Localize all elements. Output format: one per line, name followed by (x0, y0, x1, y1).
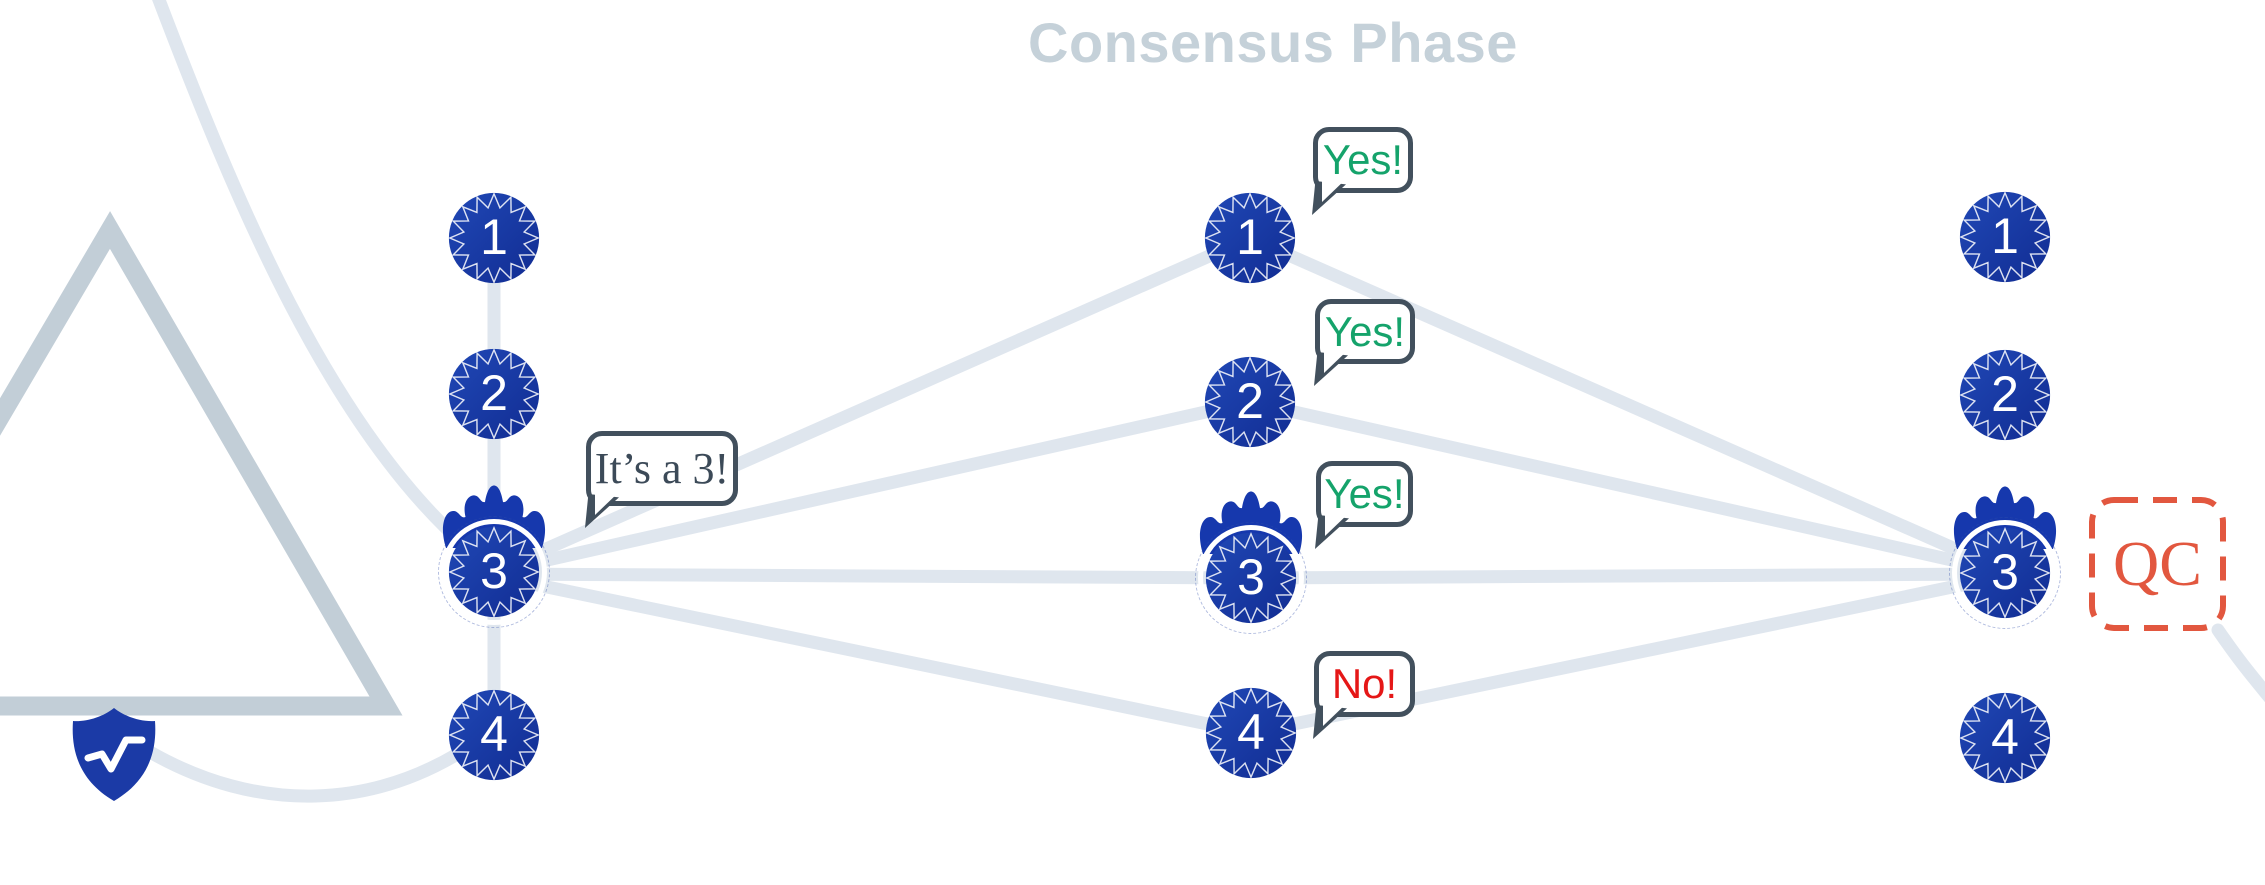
node-number: 1 (480, 209, 508, 265)
edge-leader-to-voter2 (487, 395, 1257, 579)
message-edges (143, 0, 2265, 803)
vote-bubble-node2: Yes! (1315, 299, 1415, 364)
edge-voter3-to-leader (1244, 567, 2012, 585)
phase-title: Consensus Phase (1028, 11, 1518, 74)
vote-text: Yes! (1322, 136, 1404, 183)
node-number: 3 (1991, 544, 2019, 600)
node-proposal-3-leader: 3 (438, 516, 550, 628)
node-certified-3-leader: 3 (1949, 517, 2061, 629)
leader-proposal-bubble: It’s a 3! (586, 431, 738, 506)
leader-proposal-text: It’s a 3! (594, 443, 730, 493)
node-number: 2 (480, 365, 508, 421)
node-proposal-2: 2 (446, 346, 542, 442)
node-certified-4: 4 (1957, 690, 2053, 786)
vote-text: Yes! (1324, 470, 1405, 517)
node-certified-2: 2 (1957, 347, 2053, 443)
node-number: 4 (1991, 709, 2019, 765)
node-voting-3-leader: 3 (1195, 522, 1307, 634)
edge-incoming-curve (152, 0, 477, 557)
vote-text: No! (1331, 660, 1398, 707)
node-proposal-1: 1 (446, 190, 542, 286)
node-proposal-4: 4 (446, 687, 542, 783)
node-number: 3 (480, 543, 508, 599)
node-number: 3 (1237, 549, 1265, 605)
node-number: 4 (480, 706, 508, 762)
edge-leader-to-voter4 (487, 569, 1258, 740)
shield-check-icon (72, 708, 156, 801)
qc-box (2089, 497, 2226, 631)
vote-bubble-node4: No! (1314, 651, 1415, 717)
vote-bubble-node1: Yes! (1313, 127, 1413, 193)
node-voting-1: 1 (1202, 190, 1298, 286)
vote-text: Yes! (1324, 307, 1406, 355)
node-voting-4: 4 (1203, 685, 1299, 781)
qc-label: QC (2092, 500, 2223, 628)
node-number: 4 (1237, 704, 1265, 760)
edge-leader-to-voter3 (487, 567, 1258, 585)
node-number: 2 (1236, 373, 1264, 429)
node-voting-2: 2 (1202, 354, 1298, 450)
edge-voter2-to-leader (1243, 395, 2012, 579)
node-number: 1 (1236, 209, 1264, 265)
edge-voter1-to-leader (1243, 231, 2012, 578)
triangle-outline (0, 211, 403, 716)
vote-bubble-node3: Yes! (1316, 461, 1413, 527)
node-certified-1: 1 (1957, 189, 2053, 285)
qc-text: QC (2113, 528, 2202, 599)
edge-shield-curve (143, 731, 489, 803)
edge-qc-outgoing-curve (2211, 623, 2265, 703)
node-number: 2 (1991, 366, 2019, 422)
node-number: 1 (1991, 208, 2019, 264)
edge-leader-to-voter1 (487, 231, 1257, 579)
